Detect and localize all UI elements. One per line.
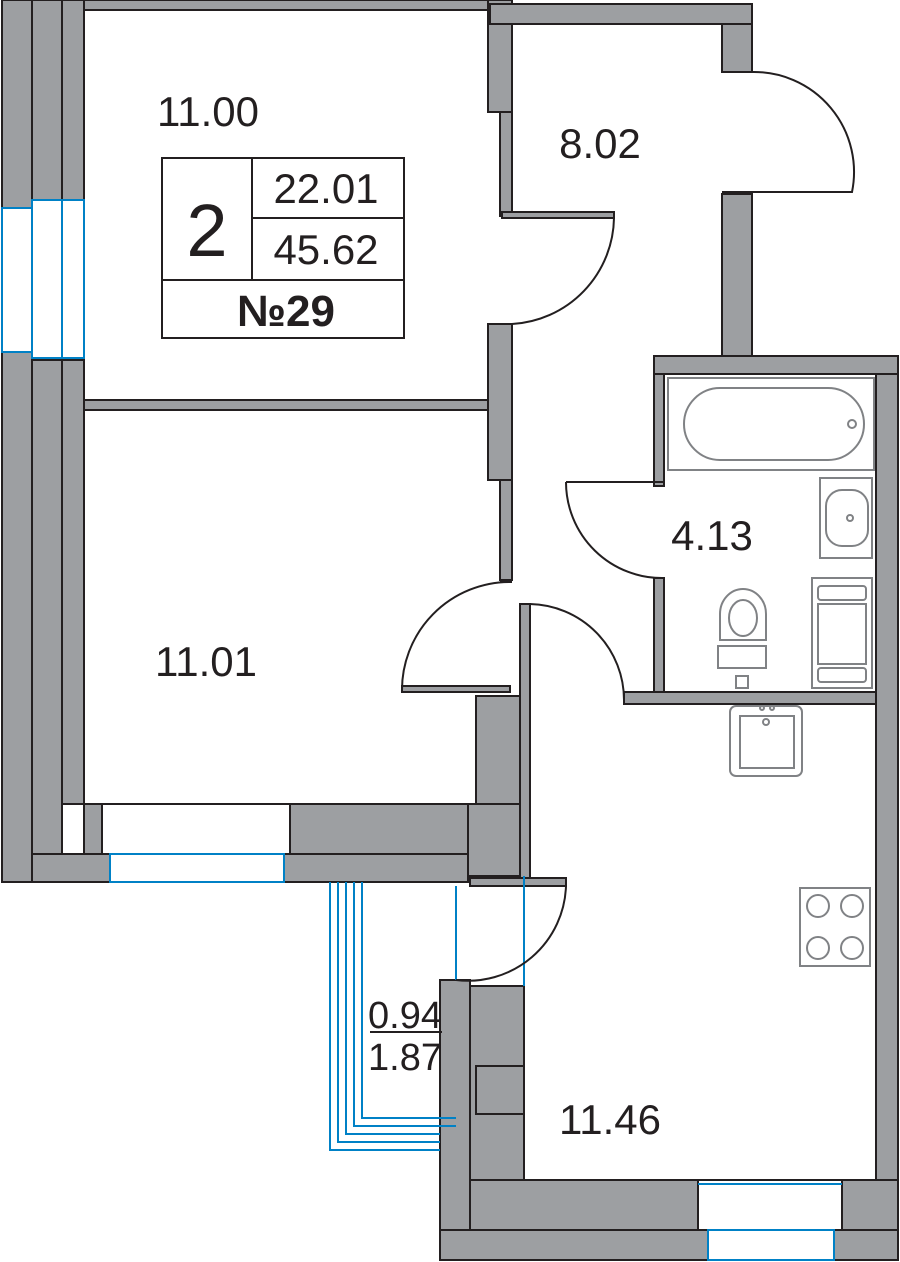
wall-column-2 xyxy=(467,803,525,877)
windows xyxy=(1,199,843,1261)
room-count: 2 xyxy=(186,189,227,272)
wall-left-lower-inner xyxy=(61,359,85,805)
wall-corridor-stub xyxy=(401,685,511,693)
fixtures xyxy=(667,377,875,967)
wall-left-lower-mid xyxy=(31,359,63,855)
wall-bath-right xyxy=(875,373,899,1181)
wall-left-upper-mid xyxy=(31,0,63,201)
wall-left-upper-inner xyxy=(61,0,85,201)
balcony-door xyxy=(455,885,567,982)
wall-bath-bottom xyxy=(623,691,877,705)
balcony-area-full: 1.87 xyxy=(368,1037,442,1079)
bathroom-door xyxy=(565,481,665,580)
wall-bottom-left xyxy=(83,803,103,855)
wall-column xyxy=(475,695,525,805)
wall-partition-bedrooms xyxy=(83,399,489,411)
wall-kitchen-bottom-2 xyxy=(439,1229,709,1261)
wall-kitchen-bottom xyxy=(469,1179,699,1231)
wall-top xyxy=(83,0,491,11)
entry-door xyxy=(722,70,855,193)
room-area-bedroom-bottom: 11.01 xyxy=(155,638,257,685)
doors xyxy=(400,70,855,982)
washbasin-icon xyxy=(819,477,873,559)
stove-icon xyxy=(799,887,871,967)
wall-hall-door-stub xyxy=(501,211,615,219)
wall-hall-entry-2 xyxy=(721,193,753,357)
balcony-glazing xyxy=(329,876,525,1151)
apartment-info-box xyxy=(161,157,405,339)
bathtub-icon xyxy=(667,377,875,471)
wall-bottom-right-2 xyxy=(283,853,469,883)
bedroom-bottom-door xyxy=(400,581,512,693)
wall-partition-vertical xyxy=(487,323,513,481)
wall-left-upper-outer xyxy=(1,0,33,209)
total-area: 45.62 xyxy=(273,226,378,273)
room-area-hall: 8.02 xyxy=(559,120,641,167)
wall-bottom-right xyxy=(289,803,477,855)
wall-kitchen-niche xyxy=(475,1065,525,1115)
room-area-bedroom-top: 11.00 xyxy=(157,88,259,135)
wall-kitchen-bottom-right xyxy=(841,1179,899,1231)
wall-hall-entry xyxy=(721,23,753,73)
room-area-bathroom: 4.13 xyxy=(671,512,753,559)
balcony-area-reduced: 0.94 xyxy=(368,995,442,1037)
window-kitchen xyxy=(697,1179,843,1261)
wall-hall-thin xyxy=(499,111,513,217)
wall-corridor-stub-2 xyxy=(519,603,531,885)
wall-kitchen-left-2 xyxy=(439,979,471,1261)
wall-kitchen-bottom-right-2 xyxy=(833,1229,899,1261)
wall-bottom-left-2 xyxy=(31,853,111,883)
bedroom-top-door xyxy=(488,217,615,325)
room-area-kitchen: 11.46 xyxy=(559,1096,661,1143)
wall-balcony-door-stub xyxy=(469,877,567,887)
toilet-icon xyxy=(717,587,767,689)
kitchen-sink-icon xyxy=(729,705,803,777)
wall-partition-vertical-2 xyxy=(499,479,513,581)
living-area: 22.01 xyxy=(273,165,378,212)
wall-bath-left-upper xyxy=(653,373,665,487)
wall-left-lower-outer xyxy=(1,351,33,883)
apartment-number: №29 xyxy=(237,287,335,336)
wall-bath-left-lower xyxy=(653,577,665,693)
wall-bath-top xyxy=(653,355,899,375)
washing-machine-icon xyxy=(811,577,873,689)
window-bottom-bedroom xyxy=(101,803,291,883)
wall-hall-top-2 xyxy=(489,3,753,25)
kitchen-door xyxy=(529,603,625,701)
window-left-bedroom xyxy=(1,199,85,359)
